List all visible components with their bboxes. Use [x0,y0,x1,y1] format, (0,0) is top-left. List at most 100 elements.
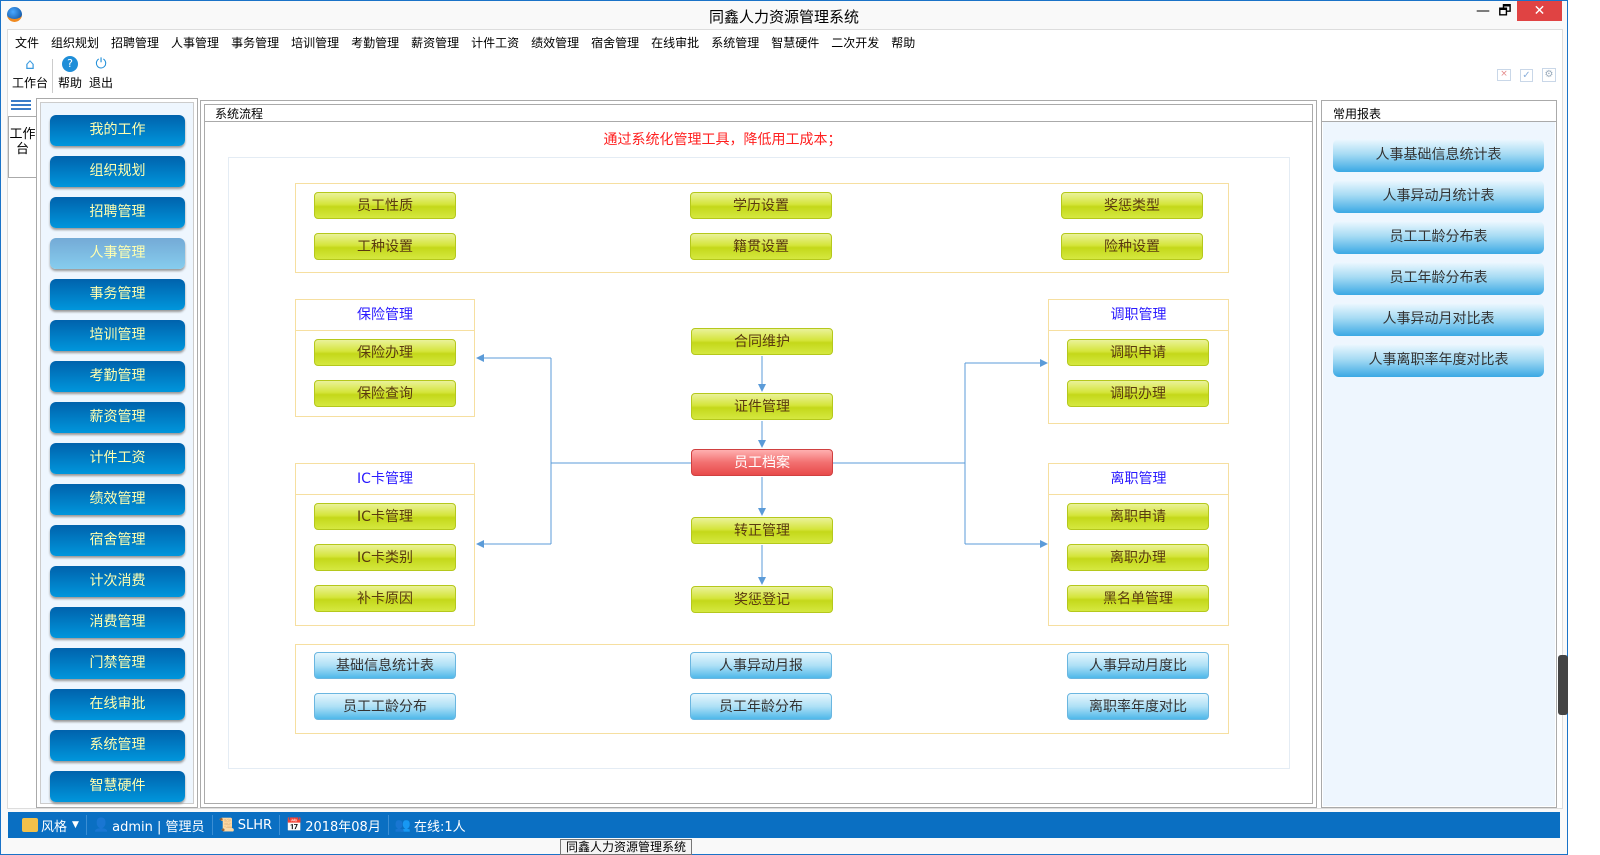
flow-step-button[interactable]: 证件管理 [691,393,833,420]
report-button[interactable]: 人事异动月对比表 [1333,303,1544,336]
sidebar-item[interactable]: 在线审批 [50,689,185,720]
sidebar-item[interactable]: 宿舍管理 [50,525,185,556]
iccard-button[interactable]: 补卡原因 [314,585,456,612]
sidebar-item[interactable]: 系统管理 [50,730,185,761]
sidebar-item[interactable]: 薪资管理 [50,402,185,433]
report-shortcut-button[interactable]: 员工工龄分布 [314,693,456,720]
insurance-group-title: 保险管理 [296,300,474,331]
flow-step-button[interactable]: 合同维护 [691,328,833,355]
tooltip: 同鑫人力资源管理系统 [560,839,693,855]
current-user: admin | 管理员 [112,819,205,835]
sidebar-item[interactable]: 考勤管理 [50,361,185,392]
sidebar-item[interactable]: 培训管理 [50,320,185,351]
database-name: SLHR [237,817,273,833]
menu-item[interactable]: 事务管理 [231,36,280,50]
settings-button[interactable]: 奖惩类型 [1061,192,1203,219]
flow-panel-title: 系统流程 [215,107,264,121]
sidebar-item[interactable]: 智慧硬件 [50,771,185,802]
report-shortcut-button[interactable]: 离职率年度对比 [1067,693,1209,720]
menu-item[interactable]: 计件工资 [471,36,520,50]
report-button[interactable]: 员工年龄分布表 [1333,262,1544,295]
chevron-down-icon[interactable]: ▼ [72,820,79,830]
sidebar-item[interactable]: 计次消费 [50,566,185,597]
user-icon: 👤 [92,817,110,833]
report-button[interactable]: 人事异动月统计表 [1333,180,1544,213]
help-button[interactable]: ?帮助 [58,56,82,91]
menu-item[interactable]: 招聘管理 [111,36,160,50]
report-shortcut-button[interactable]: 人事异动月报 [690,652,832,679]
transfer-group-title: 调职管理 [1049,300,1228,331]
flow-header-divider [205,121,1312,122]
flow-step-button[interactable]: 奖惩登记 [691,586,833,613]
sidebar-item[interactable]: 消费管理 [50,607,185,638]
report-button[interactable]: 人事基础信息统计表 [1333,139,1544,172]
transfer-button[interactable]: 调职申请 [1067,339,1209,366]
report-shortcut-button[interactable]: 员工年龄分布 [690,693,832,720]
table-settings-icon[interactable]: ⚙ [1542,68,1556,82]
help-icon: ? [62,56,78,72]
report-button[interactable]: 员工工龄分布表 [1333,221,1544,254]
menu-item[interactable]: 组织规划 [51,36,100,50]
exit-button[interactable]: ⏻退出 [89,56,113,91]
sidebar-item[interactable]: 我的工作 [50,115,185,146]
check-icon[interactable]: ✓ [1520,69,1533,82]
reports-panel-title: 常用报表 [1333,107,1382,121]
menu-item[interactable]: 系统管理 [711,36,760,50]
iccard-button[interactable]: IC卡类别 [314,544,456,571]
insurance-button[interactable]: 保险办理 [314,339,456,366]
menu-item[interactable]: 智慧硬件 [771,36,820,50]
leave-button[interactable]: 黑名单管理 [1067,585,1209,612]
calendar-icon: 📅 [286,817,303,833]
report-button[interactable]: 人事离职率年度对比表 [1333,344,1544,377]
menu-item[interactable]: 在线审批 [651,36,700,50]
settings-button[interactable]: 学历设置 [690,192,832,219]
report-shortcut-button[interactable]: 人事异动月度比 [1067,652,1209,679]
scrollbar-handle[interactable] [1558,655,1568,715]
sidebar-item[interactable]: 门禁管理 [50,648,185,679]
menu-item[interactable]: 人事管理 [171,36,220,50]
settings-button[interactable]: 籍贯设置 [690,233,832,260]
settings-button[interactable]: 工种设置 [314,233,456,260]
settings-button[interactable]: 员工性质 [314,192,456,219]
sidebar-item[interactable]: 计件工资 [50,443,185,474]
style-menu[interactable]: 风格 [41,819,68,835]
status-divider [211,815,213,835]
folder-icon [22,818,38,832]
flow-step-button[interactable]: 员工档案 [691,449,833,476]
status-bar: 风格 ▼ 👤 admin | 管理员 📜 SLHR 📅 2018年08月 👥 在… [8,812,1560,838]
leave-button[interactable]: 离职办理 [1067,544,1209,571]
menu-item[interactable]: 绩效管理 [531,36,580,50]
menu-bar: 文件组织规划招聘管理人事管理事务管理培训管理考勤管理薪资管理计件工资绩效管理宿舍… [9,33,921,53]
tab-workbench[interactable]: 工作台 [8,116,36,178]
sidebar-item[interactable]: 招聘管理 [50,197,185,228]
menu-item[interactable]: 二次开发 [831,36,880,50]
transfer-button[interactable]: 调职办理 [1067,380,1209,407]
menu-item[interactable]: 文件 [15,36,40,50]
insurance-button[interactable]: 保险查询 [314,380,456,407]
collapse-menu-icon[interactable] [11,98,31,112]
leave-button[interactable]: 离职申请 [1067,503,1209,530]
workbench-button[interactable]: ⌂工作台 [12,56,48,91]
sidebar-item[interactable]: 人事管理 [50,238,185,269]
menu-item[interactable]: 考勤管理 [351,36,400,50]
delete-row-icon[interactable]: × [1497,69,1511,81]
online-users-icon: 👥 [394,817,412,833]
close-button[interactable]: ✕ [1517,1,1562,21]
sidebar-item[interactable]: 绩效管理 [50,484,185,515]
status-divider [387,815,389,835]
restore-button[interactable]: 🗗 [1498,3,1512,19]
menu-item[interactable]: 薪资管理 [411,36,460,50]
settings-button[interactable]: 险种设置 [1061,233,1203,260]
flow-step-button[interactable]: 转正管理 [691,517,833,544]
report-shortcut-button[interactable]: 基础信息统计表 [314,652,456,679]
sidebar-item[interactable]: 事务管理 [50,279,185,310]
iccard-button[interactable]: IC卡管理 [314,503,456,530]
menu-item[interactable]: 培训管理 [291,36,340,50]
database-icon: 📜 [218,817,235,833]
menu-item[interactable]: 帮助 [891,36,916,50]
minimize-button[interactable]: — [1476,3,1490,19]
sidebar-item[interactable]: 组织规划 [50,156,185,187]
toolbar-divider [52,59,53,93]
menu-item[interactable]: 宿舍管理 [591,36,640,50]
home-icon: ⌂ [25,55,35,73]
